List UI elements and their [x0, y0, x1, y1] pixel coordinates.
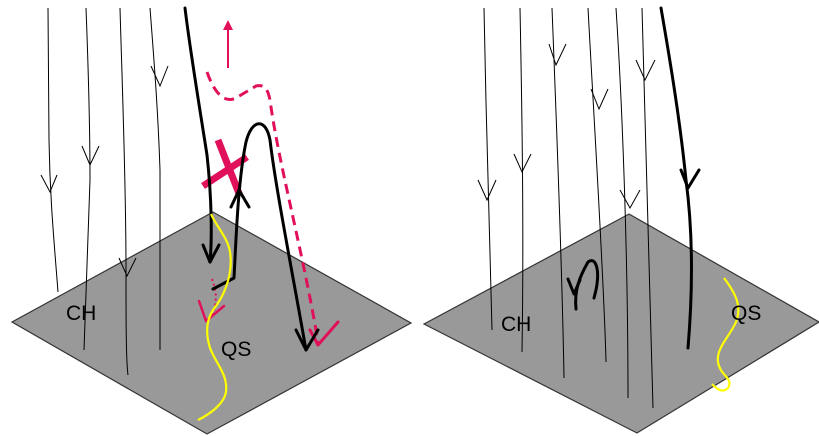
right-thick-field-lines: [566, 6, 701, 350]
field-line: [615, 7, 629, 399]
arrowhead: [679, 168, 701, 190]
field-line: [149, 7, 161, 350]
arrowhead: [81, 145, 100, 167]
left-panel: CH QS: [10, 6, 413, 435]
arrowhead: [513, 153, 532, 174]
region-label-quiet-sun: QS: [221, 338, 251, 361]
field-line: [47, 7, 59, 293]
left-surface-plane: [10, 211, 413, 435]
left-open-field-lines: [40, 7, 169, 376]
region-boundary: [197, 213, 232, 421]
arrowhead: [477, 179, 497, 202]
arrowhead: [197, 299, 226, 323]
arrowhead: [308, 320, 340, 347]
arrowhead: [619, 189, 641, 210]
region-label-coronal-hole: CH: [501, 313, 531, 336]
arrowhead: [590, 88, 609, 111]
field-line: [519, 7, 524, 353]
up-arrow-icon: [223, 20, 233, 68]
reconnected-line-dashed: [205, 71, 320, 346]
arrowhead: [548, 43, 567, 67]
field-line: [587, 7, 607, 363]
arrowhead: [294, 328, 320, 352]
field-line: [483, 7, 493, 331]
left-thick-field-lines: [183, 6, 320, 352]
region-boundary: [711, 277, 740, 392]
right-panel: CH QS: [422, 6, 819, 434]
arrowhead: [229, 188, 251, 209]
arrowhead: [150, 65, 169, 88]
arrowhead: [40, 174, 58, 194]
closed-loop-thick: [211, 122, 308, 352]
field-line: [83, 7, 91, 351]
arrowhead: [566, 277, 582, 296]
arrowhead: [118, 257, 137, 278]
region-label-quiet-sun: QS: [731, 302, 761, 325]
open-field-line-thick: [183, 6, 213, 264]
small-loop-thick: [574, 259, 600, 311]
field-line: [551, 7, 565, 379]
arrowhead: [201, 243, 221, 264]
region-label-coronal-hole: CH: [66, 302, 96, 325]
field-line: [119, 7, 129, 376]
arrowhead: [635, 59, 656, 82]
